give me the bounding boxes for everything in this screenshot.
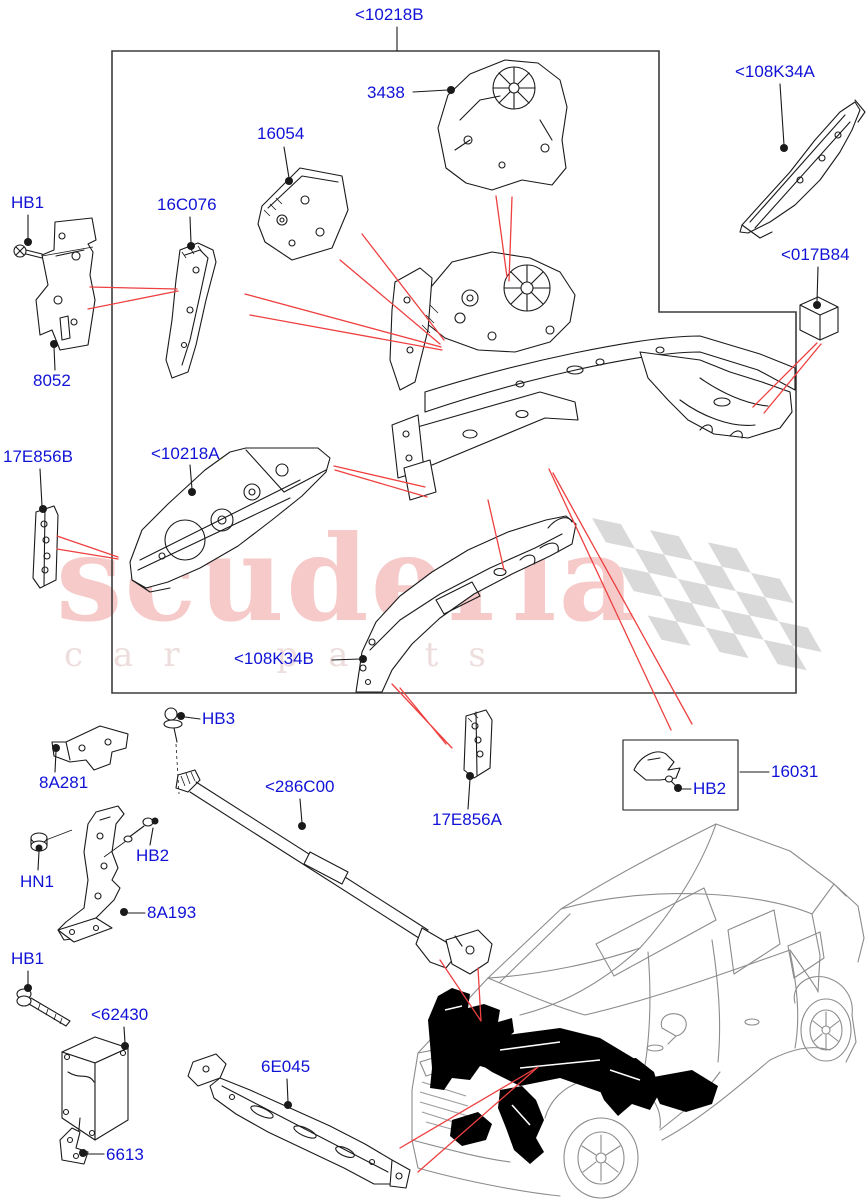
part-drawing-17E856B[interactable]: [32, 505, 59, 589]
part-label-HN1[interactable]: HN1: [20, 872, 55, 891]
part-label-10218B[interactable]: <10218B: [355, 5, 424, 24]
part-label-108K34B[interactable]: <108K34B: [234, 649, 314, 668]
bolt-icon-hb3: [163, 707, 183, 795]
part-drawing-17E856A[interactable]: [463, 709, 493, 779]
part-label-HB2-box[interactable]: HB2: [693, 779, 727, 798]
part-drawing-62430[interactable]: [61, 1036, 129, 1141]
label-leader-lines: [24, 26, 821, 1157]
part-label-108K34A[interactable]: <108K34A: [735, 62, 815, 81]
part-drawing-16C076[interactable]: [165, 242, 217, 379]
part-label-62430[interactable]: <62430: [91, 1005, 149, 1024]
part-label-HB2-left[interactable]: HB2: [136, 846, 170, 865]
part-label-286C00[interactable]: <286C00: [265, 777, 335, 796]
part-label-3438[interactable]: 3438: [367, 83, 405, 102]
part-drawing-286C00[interactable]: [175, 769, 493, 975]
part-label-16C076[interactable]: 16C076: [157, 195, 217, 214]
part-label-16054[interactable]: 16054: [257, 124, 305, 143]
watermark-tagline: car parts: [64, 635, 516, 675]
bolt-icon-hb1-bottom: [16, 988, 71, 1027]
callout-box-16031[interactable]: [622, 739, 739, 811]
part-label-10218A[interactable]: <10218A: [151, 444, 220, 463]
part-label-8A193[interactable]: 8A193: [147, 903, 197, 922]
part-drawing-8A281[interactable]: [51, 725, 129, 771]
highlighted-front-structure: [428, 988, 718, 1164]
checkered-flag-graphic: [592, 518, 822, 671]
bolt-icon-hb2-left: [103, 817, 154, 858]
part-drawing-3438[interactable]: [437, 59, 568, 191]
part-drawing-6613[interactable]: [59, 1127, 89, 1165]
diagram-frame: [111, 50, 797, 694]
part-drawing-10218A[interactable]: [129, 447, 331, 593]
part-label-17E856B[interactable]: 17E856B: [3, 447, 73, 466]
part-label-17E856A[interactable]: 17E856A: [432, 810, 502, 829]
part-drawing-017B84[interactable]: [799, 296, 839, 341]
part-drawing-108K34A[interactable]: [739, 99, 866, 239]
part-drawing-8A193[interactable]: [57, 805, 125, 943]
part-label-HB1-bottom[interactable]: HB1: [11, 949, 45, 968]
bolt-icon-hb1-top: [13, 244, 94, 259]
part-label-16031[interactable]: 16031: [771, 762, 819, 781]
part-drawing-apron-assembly[interactable]: [389, 251, 796, 501]
part-label-017B84[interactable]: <017B84: [781, 245, 850, 264]
part-drawing-16054[interactable]: [257, 167, 349, 261]
part-label-HB1-top[interactable]: HB1: [11, 193, 45, 212]
red-leader-lines: [56, 195, 822, 1173]
part-label-6E045[interactable]: 6E045: [261, 1057, 311, 1076]
part-label-8A281[interactable]: 8A281: [39, 773, 89, 792]
part-label-HB3[interactable]: HB3: [202, 709, 236, 728]
part-label-8052[interactable]: 8052: [33, 371, 71, 390]
part-drawing-6E045[interactable]: [187, 1053, 411, 1189]
vehicle-locator-illustration: [411, 823, 865, 1199]
part-drawing-108K34B[interactable]: [355, 515, 577, 693]
part-label-6613[interactable]: 6613: [106, 1145, 144, 1164]
part-drawing-8052[interactable]: [35, 217, 97, 351]
